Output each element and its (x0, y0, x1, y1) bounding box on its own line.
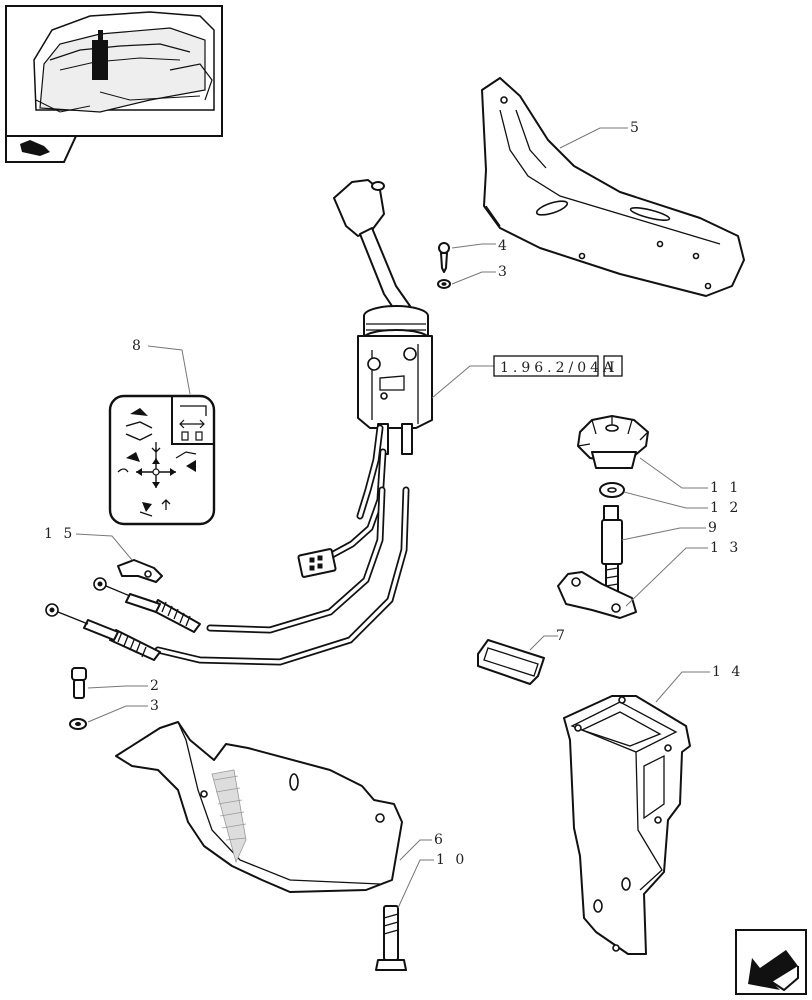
reference-suffix: I (609, 360, 619, 376)
locator-thumbnail[interactable] (5, 5, 223, 137)
bracket-part-5 (481, 77, 745, 297)
grommet-part-7 (477, 639, 545, 685)
stud-part-9 (601, 505, 623, 597)
callout-12: 1 2 (710, 500, 741, 516)
callout-15: 1 5 (44, 526, 75, 542)
screw-part-4 (438, 242, 450, 273)
callout-10: 1 0 (436, 852, 467, 868)
joystick-assembly (333, 179, 433, 455)
callout-9: 9 (708, 520, 720, 536)
reference-box[interactable]: 1.96.2/04A I (493, 355, 623, 377)
control-cable-lower (45, 486, 410, 666)
plate-part-13 (557, 571, 637, 619)
bracket-part-6 (115, 721, 403, 893)
washer-part-3-bottom (69, 718, 87, 730)
bolt-part-2 (71, 667, 87, 699)
callout-3-top: 3 (498, 264, 510, 280)
reference-code: 1.96.2/04A (500, 360, 617, 376)
callout-3-bottom: 3 (150, 698, 162, 714)
wiring-harness (297, 424, 387, 578)
knob-part-11 (577, 415, 649, 469)
washer-part-12 (599, 482, 625, 498)
control-cable-upper (93, 486, 386, 634)
callout-11: 1 1 (710, 480, 741, 496)
callout-6: 6 (434, 832, 446, 848)
callout-5: 5 (630, 120, 642, 136)
bolt-part-10 (375, 905, 407, 971)
callout-4: 4 (498, 238, 510, 254)
section-flag-icon[interactable] (5, 135, 78, 163)
washer-part-3-top (437, 279, 451, 289)
bracket-part-14 (563, 695, 691, 955)
clip-part-15 (117, 559, 163, 583)
callout-14: 1 4 (712, 664, 743, 680)
callout-2: 2 (150, 678, 162, 694)
callout-13: 1 3 (710, 540, 741, 556)
callout-8: 8 (132, 338, 144, 354)
callout-7: 7 (556, 628, 568, 644)
next-page-arrow-icon[interactable] (735, 929, 807, 995)
joystick-control-pattern-decal (108, 394, 216, 526)
